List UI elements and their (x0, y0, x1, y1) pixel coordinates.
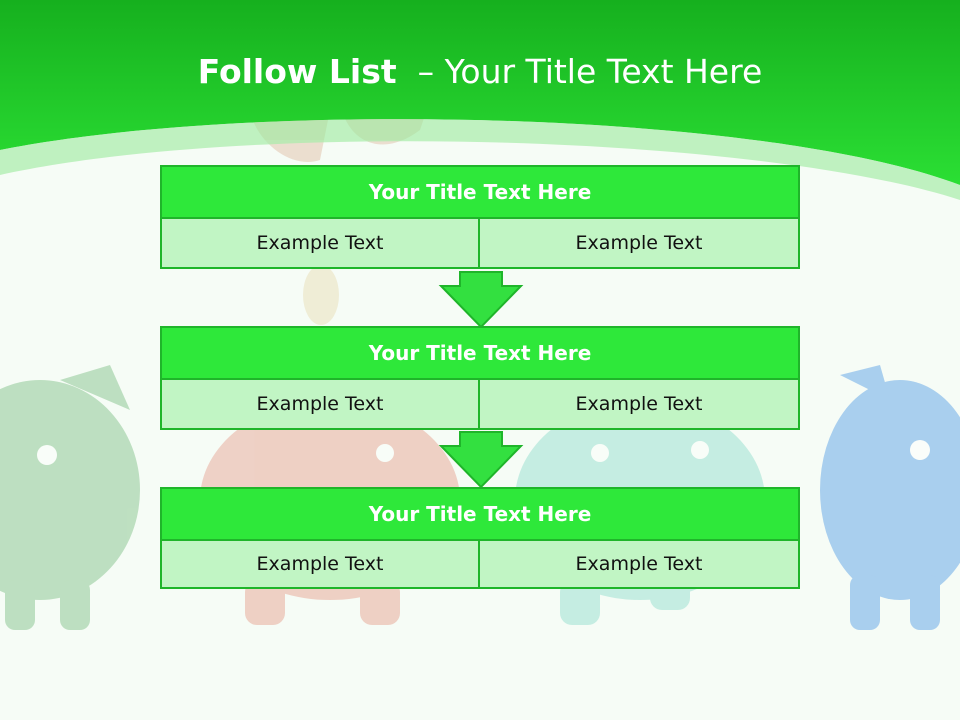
down-arrow-icon (438, 431, 524, 489)
step-box-1: Your Title Text Here Example Text Exampl… (160, 165, 800, 269)
step-box-2: Your Title Text Here Example Text Exampl… (160, 326, 800, 430)
step-cell-left: Example Text (160, 541, 480, 589)
page-title-bold: Follow List (197, 52, 397, 91)
step-cell-right: Example Text (480, 219, 800, 269)
step-cell-left: Example Text (160, 380, 480, 430)
step-cell-right: Example Text (480, 541, 800, 589)
step-title: Your Title Text Here (160, 165, 800, 219)
page-title-rest: – Your Title Text Here (417, 52, 763, 91)
step-title: Your Title Text Here (160, 487, 800, 541)
page-title: Follow List – Your Title Text Here (0, 52, 960, 91)
step-cell-left: Example Text (160, 219, 480, 269)
piggy-bank-green (0, 365, 140, 630)
step-cell-right: Example Text (480, 380, 800, 430)
down-arrow-icon (438, 271, 524, 329)
step-box-3: Your Title Text Here Example Text Exampl… (160, 487, 800, 589)
step-title: Your Title Text Here (160, 326, 800, 380)
piggy-bank-blue (820, 365, 960, 630)
